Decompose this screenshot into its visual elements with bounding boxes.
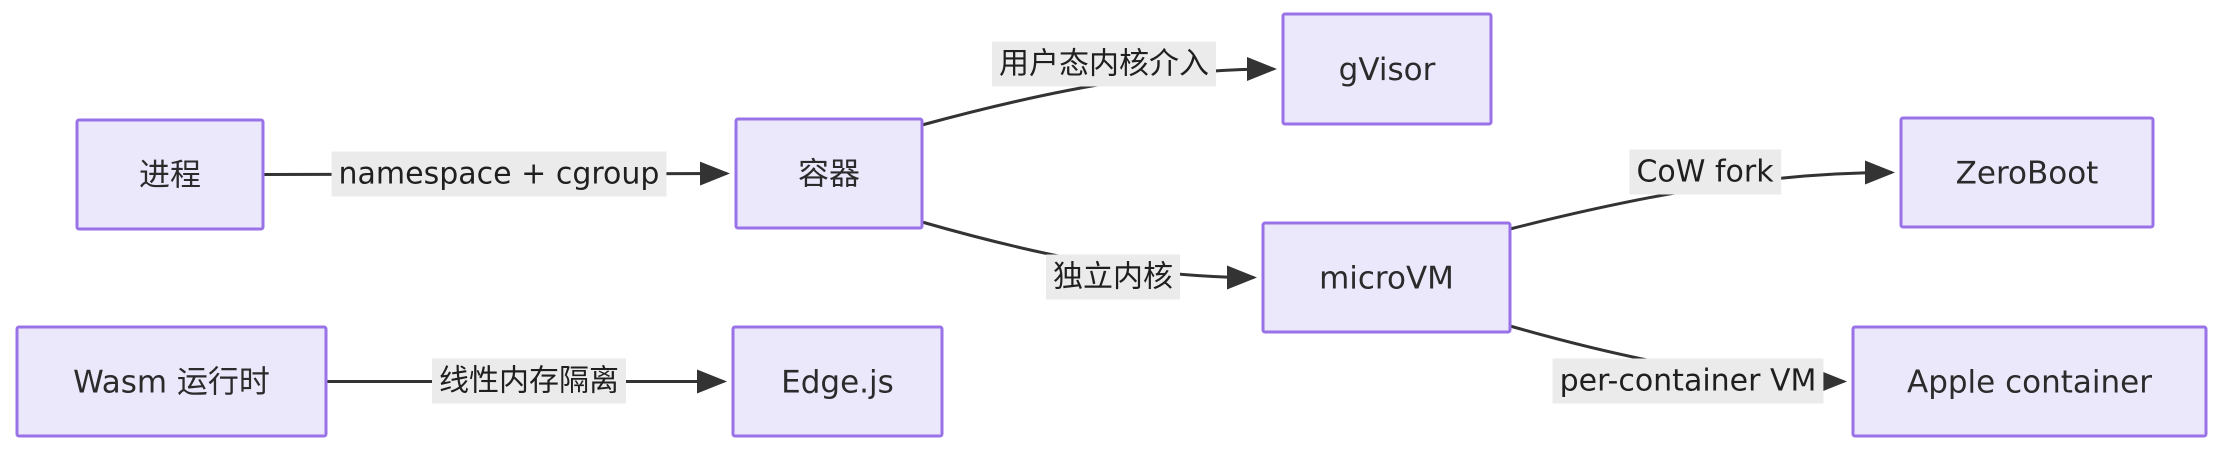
edge-label-text: 线性内存隔离 [439, 364, 619, 399]
node-process[interactable]: 进程 [75, 118, 265, 231]
edge-label-text: CoW fork [1636, 155, 1774, 190]
node-label-wasm: Wasm 运行时 [73, 365, 270, 401]
node-edgejs[interactable]: Edge.js [731, 325, 944, 438]
node-box[interactable] [1261, 221, 1512, 334]
edge-label-e5: per-container VM [1552, 358, 1824, 404]
node-box[interactable] [1851, 325, 2208, 438]
edge-label-e3: 独立内核 [1046, 254, 1180, 300]
edge-label-background [1046, 254, 1180, 300]
edge-label-background [331, 151, 667, 197]
edge-label-text: namespace + cgroup [339, 157, 660, 192]
node-box[interactable] [15, 325, 328, 438]
edge-label-background [432, 358, 626, 404]
node-gvisor[interactable]: gVisor [1281, 12, 1493, 126]
node-wasm[interactable]: Wasm 运行时 [15, 325, 328, 438]
node-microvm[interactable]: microVM [1261, 221, 1512, 334]
node-box[interactable] [1281, 12, 1493, 126]
node-box[interactable] [731, 325, 944, 438]
node-label-process: 进程 [139, 158, 201, 194]
node-box[interactable] [75, 118, 265, 231]
edge-label-e1: namespace + cgroup [331, 151, 667, 197]
edge-label-text: 用户态内核介入 [999, 47, 1209, 82]
edge-label-text: 独立内核 [1053, 260, 1173, 295]
edge-label-background [1552, 358, 1824, 404]
edges-layer [262, 57, 1895, 394]
node-box[interactable] [734, 117, 924, 230]
node-label-gvisor: gVisor [1339, 52, 1436, 88]
node-label-edgejs: Edge.js [781, 365, 894, 401]
node-applectr[interactable]: Apple container [1851, 325, 2208, 438]
edge-label-background [992, 41, 1216, 87]
node-label-microvm: microVM [1319, 261, 1454, 297]
edge-label-background [1629, 149, 1782, 195]
edge-label-e4: CoW fork [1629, 149, 1782, 195]
node-label-applectr: Apple container [1907, 365, 2152, 401]
node-zeroboot[interactable]: ZeroBoot [1899, 116, 2155, 229]
edge-label-e6: 线性内存隔离 [432, 358, 626, 404]
edge-label-e2: 用户态内核介入 [992, 41, 1216, 87]
node-box[interactable] [1899, 116, 2155, 229]
node-label-zeroboot: ZeroBoot [1956, 156, 2099, 192]
node-container[interactable]: 容器 [734, 117, 924, 230]
node-label-container: 容器 [798, 157, 860, 193]
edge-label-text: per-container VM [1560, 364, 1817, 399]
